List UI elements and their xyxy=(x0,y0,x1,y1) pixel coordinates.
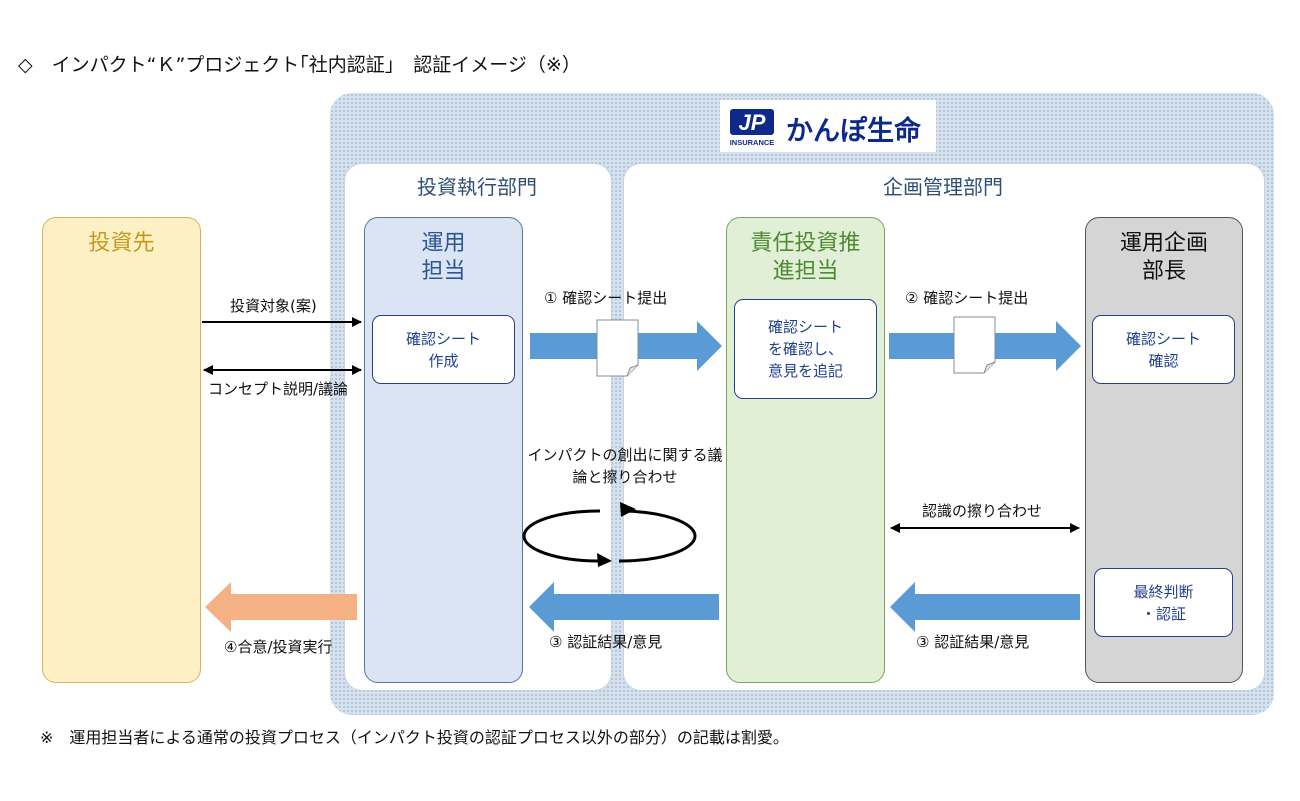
label-concept: コンセプト説明/議論 xyxy=(208,380,349,398)
label-agreement: ④合意/投資実行 xyxy=(224,638,333,656)
document-icon xyxy=(953,316,996,374)
dept-planning-management-label: 企画管理部門 xyxy=(883,175,1003,199)
document-icon xyxy=(596,319,639,377)
arrow-agreement xyxy=(205,582,357,632)
column-responsible: 責任投資推 進担当 xyxy=(726,217,885,683)
box-confirm-sheet: 確認シート 確認 xyxy=(1092,315,1235,384)
box-create-sheet: 確認シート 作成 xyxy=(372,315,515,384)
footnote: ※ 運用担当者による通常の投資プロセス（インパクト投資の認証プロセス以外の部分）… xyxy=(40,728,789,747)
logo-mark-text: JP xyxy=(739,110,766,135)
label-discussion: インパクトの創出に関する議 論と擦り合わせ xyxy=(527,446,723,486)
company-logo: JP INSURANCE かんぽ生命 xyxy=(720,100,936,152)
column-investee-title: 投資先 xyxy=(88,231,155,256)
jp-insurance-logo-icon: JP INSURANCE xyxy=(730,109,775,147)
label-result-right: ③ 認証結果/意見 xyxy=(916,633,1030,651)
column-operations: 運用 担当 xyxy=(364,217,523,683)
box-review-sheet: 確認シート を確認し、 意見を追記 xyxy=(734,299,877,399)
logo-name: かんぽ生命 xyxy=(786,116,921,147)
arrow-result-left xyxy=(529,582,719,632)
label-submit1: ① 確認シート提出 xyxy=(544,289,668,307)
label-result-left: ③ 認証結果/意見 xyxy=(549,633,663,651)
column-investee: 投資先 xyxy=(42,217,201,683)
box-final-judgment: 最終判断 ・認証 xyxy=(1094,568,1233,637)
column-responsible-title: 責任投資推 進担当 xyxy=(750,231,861,284)
cycle-arrows-icon xyxy=(522,502,697,567)
column-head-title: 運用企画 部長 xyxy=(1119,231,1208,284)
arrow-result-right xyxy=(890,582,1080,632)
page-title: ◇ インパクト“Ｋ”プロジェクト｢社内認証｣ 認証イメージ（※） xyxy=(18,54,581,76)
label-target: 投資対象(案) xyxy=(230,297,317,315)
label-submit2: ② 確認シート提出 xyxy=(905,289,1029,307)
dept-investment-execution-label: 投資執行部門 xyxy=(417,175,537,199)
logo-sub-text: INSURANCE xyxy=(730,138,775,147)
column-operations-title: 運用 担当 xyxy=(421,231,466,284)
label-recognition: 認識の擦り合わせ xyxy=(922,502,1043,520)
